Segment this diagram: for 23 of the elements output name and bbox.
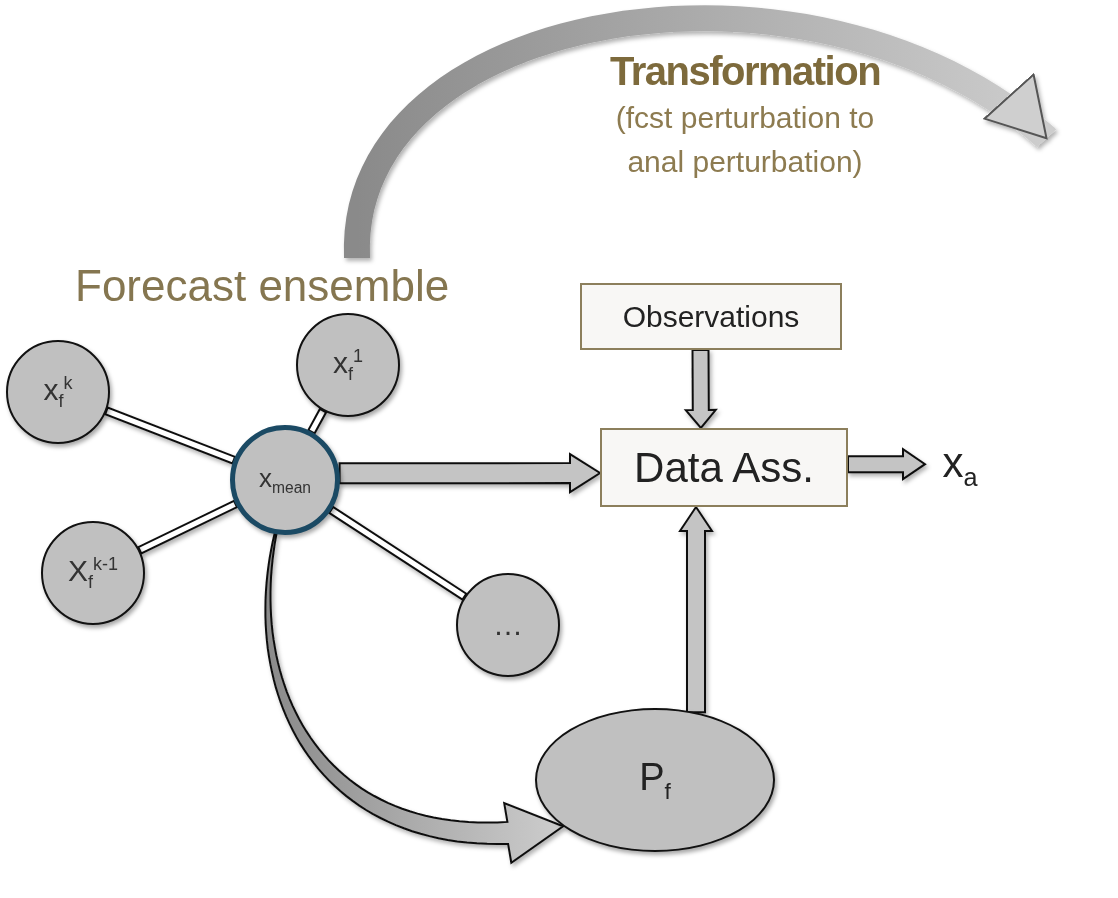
double-line (136, 499, 239, 555)
block-arrow (847, 447, 927, 482)
curved-block-arrow (264, 532, 566, 865)
member-circle (456, 573, 560, 677)
curved-block-arrow (343, 5, 1059, 259)
heading-text: Forecast ensemble (75, 260, 450, 311)
node-label: x$_{mean}$ (259, 462, 311, 498)
node-label: Data Ass. (634, 443, 814, 492)
block-arrow (683, 349, 718, 430)
node-label: … (493, 608, 523, 642)
double-line (103, 406, 237, 465)
double-line (307, 407, 328, 435)
output-text: x$_{a}$ (942, 439, 978, 493)
node-label: Observations (622, 299, 800, 334)
process-box (600, 428, 848, 507)
double-line (327, 505, 468, 601)
process-box (580, 283, 842, 350)
description-text: (fcst perturbation to anal perturbation) (614, 100, 876, 180)
node-label: P$_{f}$ (639, 755, 671, 805)
block-arrow (678, 505, 714, 714)
mean-circle (230, 425, 340, 535)
heading-text: Transformation (609, 48, 881, 95)
block-arrow (338, 452, 602, 494)
